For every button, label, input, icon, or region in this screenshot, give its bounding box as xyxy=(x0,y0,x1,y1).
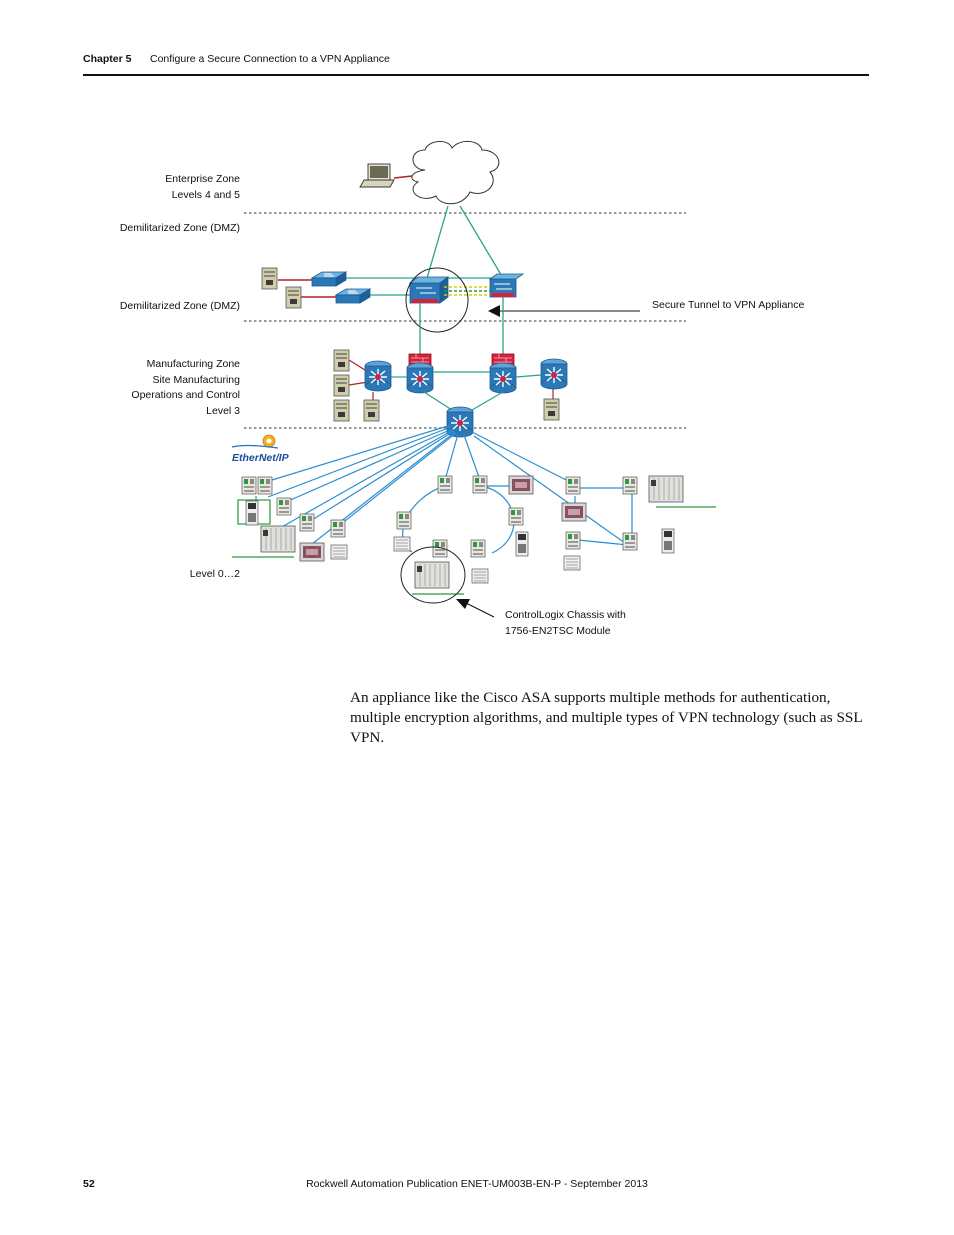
drive-icon xyxy=(661,528,675,554)
mfg-switch-right-icon xyxy=(540,358,568,390)
io-module-icon xyxy=(470,539,486,558)
io-module-icon xyxy=(472,475,488,494)
enterprise-zone-line1: Enterprise Zone xyxy=(165,173,240,185)
terminal-block-icon xyxy=(330,544,348,560)
body-paragraph: An appliance like the Cisco ASA supports… xyxy=(350,689,863,746)
mfg-server-icon xyxy=(333,349,350,372)
ethernet-ip-logo-text: EtherNet/IP xyxy=(232,452,290,464)
cloud-link-left xyxy=(424,205,449,286)
dmz-bottom-label: Demilitarized Zone (DMZ) xyxy=(119,300,240,312)
enterprise-zone-label: Enterprise Zone Levels 4 and 5 xyxy=(165,172,240,203)
hmi-panel-icon xyxy=(508,475,534,495)
controllogix-callout-line2: 1756-EN2TSC Module xyxy=(505,624,611,637)
laptop-link xyxy=(393,175,413,179)
io-module-icon xyxy=(299,513,315,532)
io-module-icon xyxy=(396,511,412,530)
hmi-panel-icon xyxy=(561,502,587,522)
mfg-server-link xyxy=(348,381,369,386)
secure-tunnel xyxy=(444,286,490,296)
ethernet-ip-logo: EtherNet/IP xyxy=(231,434,290,464)
asa-callout-circle xyxy=(405,267,469,333)
chapter-title: Configure a Secure Connection to a VPN A… xyxy=(150,53,390,65)
level02-label: Level 0…2 xyxy=(189,568,240,580)
publication-footer: Rockwell Automation Publication ENET-UM0… xyxy=(306,1178,648,1190)
firewall-stack-right-icon xyxy=(491,353,515,367)
core-switch-icon xyxy=(446,406,474,438)
plc-chassis-icon xyxy=(260,525,296,553)
drive-icon xyxy=(515,531,529,557)
distribution-switch-right-icon xyxy=(489,362,517,394)
io-module-icon xyxy=(437,475,453,494)
mfg-link xyxy=(515,374,542,378)
running-header: Chapter 5 Configure a Secure Connection … xyxy=(83,53,390,65)
header-rule xyxy=(83,74,869,76)
terminal-block-icon xyxy=(563,555,581,571)
io-module-icon xyxy=(622,532,638,551)
io-module-icon xyxy=(508,507,524,526)
dmz-server-icon xyxy=(285,286,302,309)
mfg-link xyxy=(423,391,453,411)
io-module-icon xyxy=(622,476,638,495)
io-module-icon xyxy=(241,476,257,495)
dmz-switch-icon xyxy=(311,271,347,287)
mfg-zone-line4: Level 3 xyxy=(206,404,240,417)
cloud-link-right xyxy=(459,205,504,279)
mfg-switch-left-icon xyxy=(364,360,392,392)
tunnel-arrowhead xyxy=(488,305,500,317)
drive-highlight-box xyxy=(237,499,271,525)
drive-icon xyxy=(245,500,259,526)
controllogix-callout-circle xyxy=(400,546,466,604)
asa-firewall-right-icon xyxy=(488,273,525,298)
chapter-label: Chapter 5 xyxy=(83,53,132,65)
page-number: 52 xyxy=(83,1178,95,1190)
hmi-panel-icon xyxy=(299,542,325,562)
io-module-icon xyxy=(565,531,581,550)
dmz-server-icon xyxy=(261,267,278,290)
distribution-switch-left-icon xyxy=(406,362,434,394)
io-module-icon xyxy=(276,497,292,516)
io-module-icon xyxy=(565,476,581,495)
manufacturing-zone-label: Manufacturing Zone Site Manufacturing Op… xyxy=(131,357,240,419)
terminal-block-icon xyxy=(393,536,411,552)
level02-links xyxy=(255,424,633,554)
controllogix-chassis-icon xyxy=(414,561,450,589)
mfg-server-link xyxy=(348,359,366,371)
plc-chassis-icon xyxy=(648,475,684,503)
mfg-server-icon xyxy=(543,398,560,421)
terminal-block-icon xyxy=(471,568,489,584)
mfg-server-icon xyxy=(363,399,380,422)
mfg-server-icon xyxy=(333,399,350,422)
mfg-zone-line1: Manufacturing Zone xyxy=(146,358,240,370)
mfg-link xyxy=(471,391,504,411)
dmz-top-label: Demilitarized Zone (DMZ) xyxy=(119,222,240,234)
dmz-switch-icon xyxy=(335,288,371,304)
internet-cloud xyxy=(411,141,500,205)
laptop-icon xyxy=(359,163,395,188)
controllogix-arrow xyxy=(465,602,495,618)
controllogix-callout-line1: ControlLogix Chassis with xyxy=(505,609,626,621)
mfg-server-icon xyxy=(333,374,350,397)
io-module-icon xyxy=(432,539,448,558)
controllogix-arrowhead xyxy=(456,599,470,609)
tunnel-callout-label: Secure Tunnel to VPN Appliance xyxy=(652,299,805,311)
firewall-stack-left-icon xyxy=(408,353,432,367)
controllogix-callout-label: ControlLogix Chassis with 1756-EN2TSC Mo… xyxy=(505,608,626,639)
mfg-zone-line3: Operations and Control xyxy=(131,389,240,401)
enterprise-zone-line2: Levels 4 and 5 xyxy=(171,188,240,201)
mfg-zone-line2: Site Manufacturing xyxy=(152,373,240,386)
asa-firewall-left-icon xyxy=(408,276,450,304)
io-module-icon xyxy=(257,476,273,495)
io-module-icon xyxy=(330,519,346,538)
zone-dividers xyxy=(244,212,686,429)
